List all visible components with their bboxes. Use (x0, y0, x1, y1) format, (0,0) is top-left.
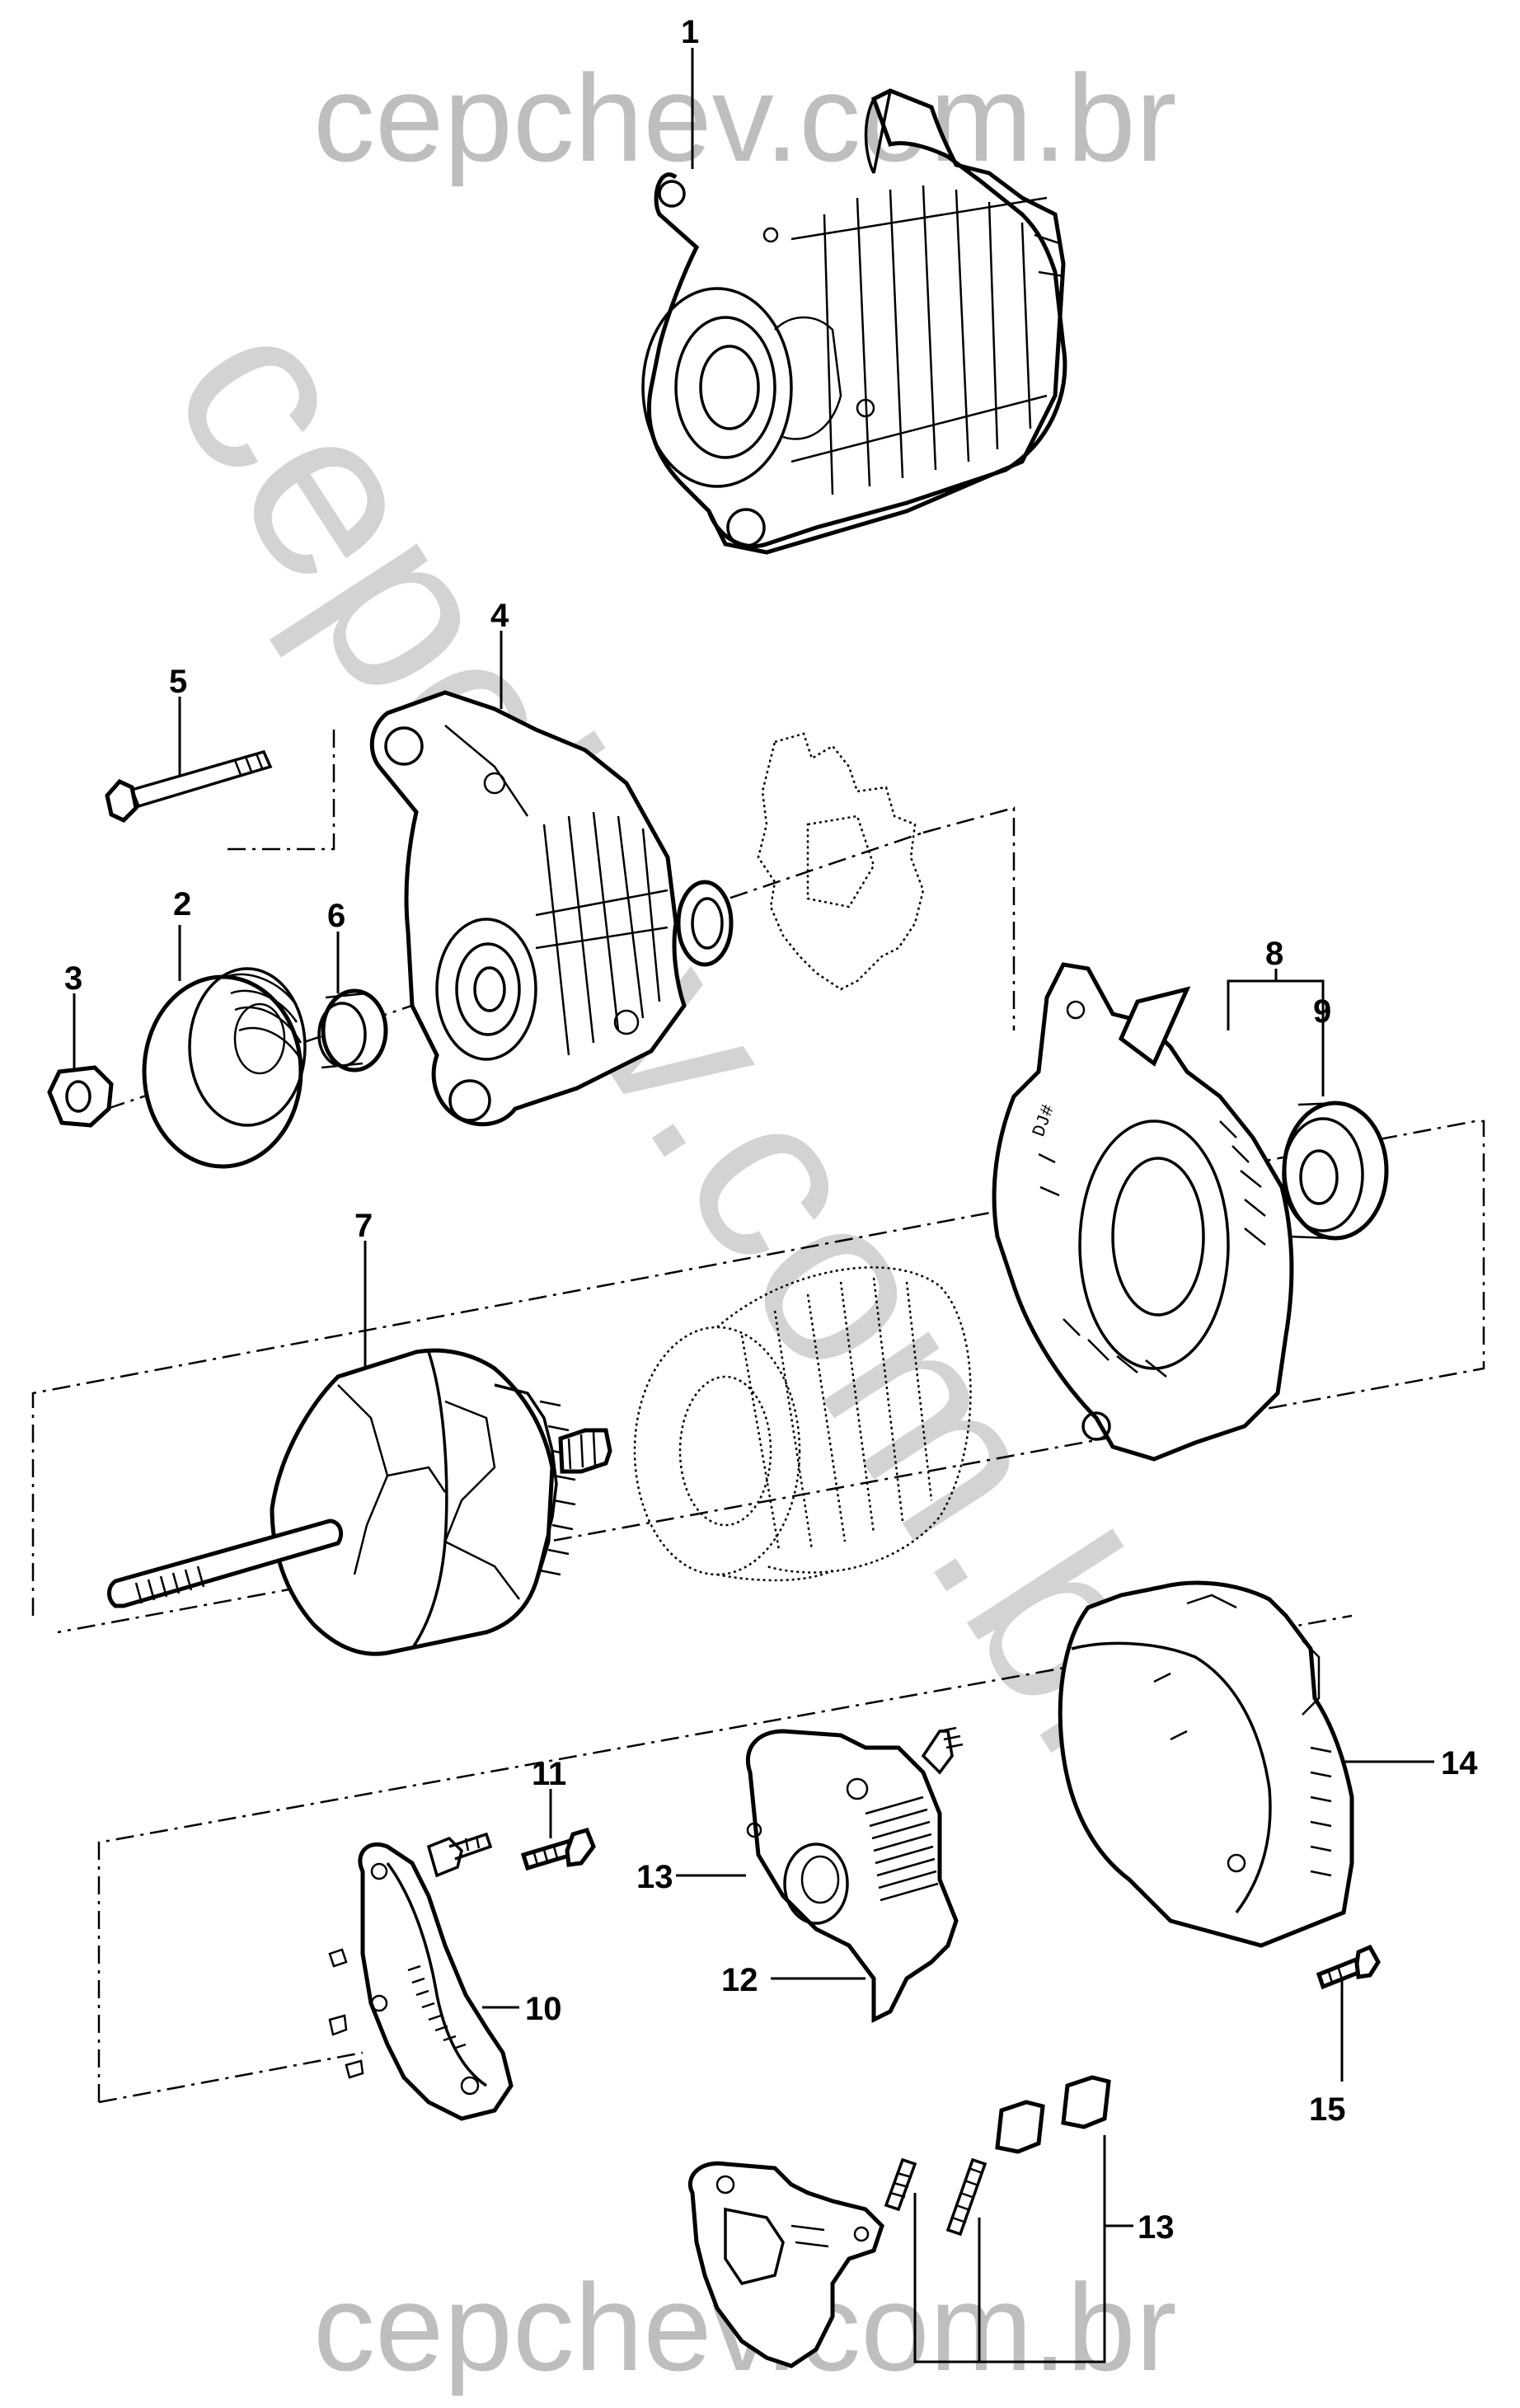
stator-hidden-dotted (633, 1266, 972, 1582)
part-9-rear-bearing (1282, 1101, 1389, 1241)
part-13-brush-holder-lower (687, 2075, 1111, 2368)
leader-8-9-bracket (1227, 979, 1325, 1096)
part-6-spacer (317, 988, 388, 1073)
part-11-screw (520, 1827, 596, 1871)
fan-hidden-dotted (757, 732, 925, 991)
assembly-line-bolt (223, 730, 335, 851)
part-14-rear-cover (1058, 1580, 1354, 1948)
assembly-line-front-bracket (922, 806, 1016, 1030)
callout-12: 12 (721, 1962, 758, 1998)
callout-14: 14 (1441, 1745, 1478, 1781)
callout-6: 6 (327, 898, 345, 934)
callout-7: 7 (354, 1208, 373, 1244)
callout-4: 4 (490, 598, 509, 634)
leader-13-lower-bracket (913, 2135, 1106, 2363)
assembly-line-lower-close (98, 2051, 364, 2104)
part-3-nut (47, 1065, 114, 1128)
callout-2: 2 (173, 886, 191, 922)
callout-5: 5 (169, 664, 187, 700)
part-8-rear-housing: DJ# (992, 962, 1294, 1462)
leader-lines (73, 48, 1434, 2363)
part-5-bolt (105, 749, 273, 824)
part-2-pulley (142, 967, 307, 1169)
watermark-top: cepchev.com.br (313, 49, 1177, 187)
part-15-screw (1316, 1944, 1381, 1990)
callout-13-lower: 13 (1138, 2209, 1175, 2246)
callout-11: 11 (532, 1756, 566, 1792)
callout-3: 3 (64, 960, 82, 997)
callout-8: 8 (1265, 936, 1283, 972)
assembly-line-lower (97, 1614, 1353, 2102)
callout-13-upper: 13 (636, 1859, 673, 1895)
callout-9: 9 (1313, 993, 1331, 1030)
callout-numbers: 1 2 3 4 5 6 7 8 9 10 11 12 13 13 14 15 (64, 14, 1478, 2246)
callout-15: 15 (1309, 2091, 1346, 2128)
part-1-complete-alternator (641, 88, 1067, 555)
callout-1: 1 (681, 14, 699, 50)
part-4-front-housing (369, 690, 687, 1127)
callout-10: 10 (525, 1991, 562, 2027)
part-7-rotor (107, 1348, 612, 1656)
part-13-regulator-upper (745, 1726, 964, 2024)
part-10-rectifier (328, 1832, 514, 2121)
front-bearing-washer (676, 880, 734, 967)
